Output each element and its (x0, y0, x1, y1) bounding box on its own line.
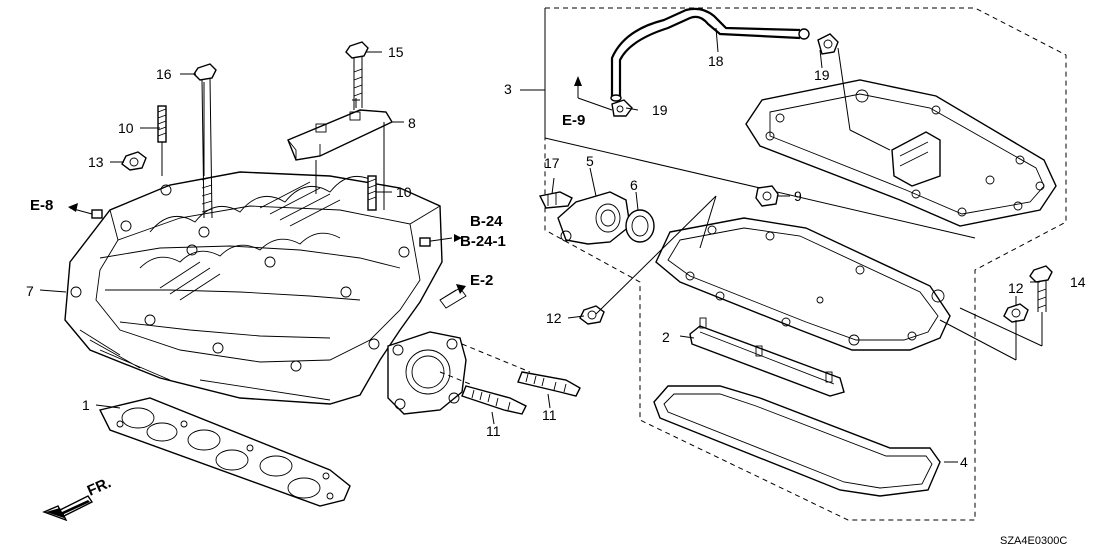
label-19b: 19 (652, 102, 668, 118)
clamp-19-bottom (611, 99, 633, 117)
label-1: 1 (82, 397, 90, 413)
ref-e2: E-2 (470, 272, 493, 289)
ref-b24-1: B-24-1 (460, 233, 506, 250)
label-15: 15 (388, 44, 404, 60)
gasket-4 (653, 385, 941, 497)
label-16: 16 (156, 66, 172, 82)
clamp-19-top (817, 33, 839, 55)
bracket-8 (287, 109, 393, 161)
ref-e9: E-9 (562, 112, 585, 129)
e2-arrow (439, 284, 466, 301)
label-14: 14 (1070, 274, 1086, 290)
intake-manifold (64, 171, 467, 415)
alignment-lines (439, 343, 531, 385)
manifold-gasket (98, 397, 351, 507)
lower-cover (655, 217, 951, 351)
label-8: 8 (408, 115, 416, 131)
diagram-code: SZA4E0300C (1000, 535, 1067, 547)
label-3: 3 (504, 81, 512, 97)
label-11b: 11 (542, 407, 557, 423)
direction-label: FR. (85, 474, 114, 499)
bolt-16 (193, 63, 217, 219)
label-12b: 12 (1008, 280, 1024, 296)
e8-arrow (68, 203, 103, 219)
bolt-15 (345, 41, 369, 110)
stud-11-left (461, 385, 527, 415)
upper-cover (745, 79, 1057, 227)
label-18: 18 (708, 53, 724, 69)
b24-arrow (419, 234, 462, 247)
seal-6 (625, 209, 655, 243)
front-direction-arrow (42, 495, 94, 522)
label-7: 7 (26, 283, 34, 299)
label-5: 5 (586, 153, 594, 169)
nut-12-left (579, 305, 605, 325)
stud-10-left (157, 105, 167, 143)
label-17: 17 (544, 155, 560, 171)
ref-b24: B-24 (470, 213, 503, 230)
label-4: 4 (960, 454, 968, 470)
leader-lines (39, 27, 1043, 463)
bolt-17 (538, 191, 573, 209)
grommet-9 (755, 185, 779, 207)
stud-11-right (517, 371, 581, 397)
label-13: 13 (88, 154, 104, 170)
bolt-14 (1029, 265, 1053, 312)
label-11a: 11 (486, 423, 501, 439)
label-10b: 10 (396, 184, 412, 200)
nut-13 (121, 151, 147, 171)
pcv-hose-18 (610, 7, 810, 102)
ref-e8: E-8 (30, 197, 53, 214)
label-6: 6 (630, 177, 638, 193)
label-10a: 10 (118, 120, 134, 136)
label-9: 9 (794, 188, 802, 204)
stud-10-right (367, 175, 377, 211)
label-12a: 12 (546, 310, 562, 326)
label-2: 2 (662, 329, 670, 345)
label-19a: 19 (814, 67, 830, 83)
e9-pointer (574, 76, 613, 111)
nut-12-right (1003, 303, 1029, 323)
gasket-2 (689, 317, 845, 397)
